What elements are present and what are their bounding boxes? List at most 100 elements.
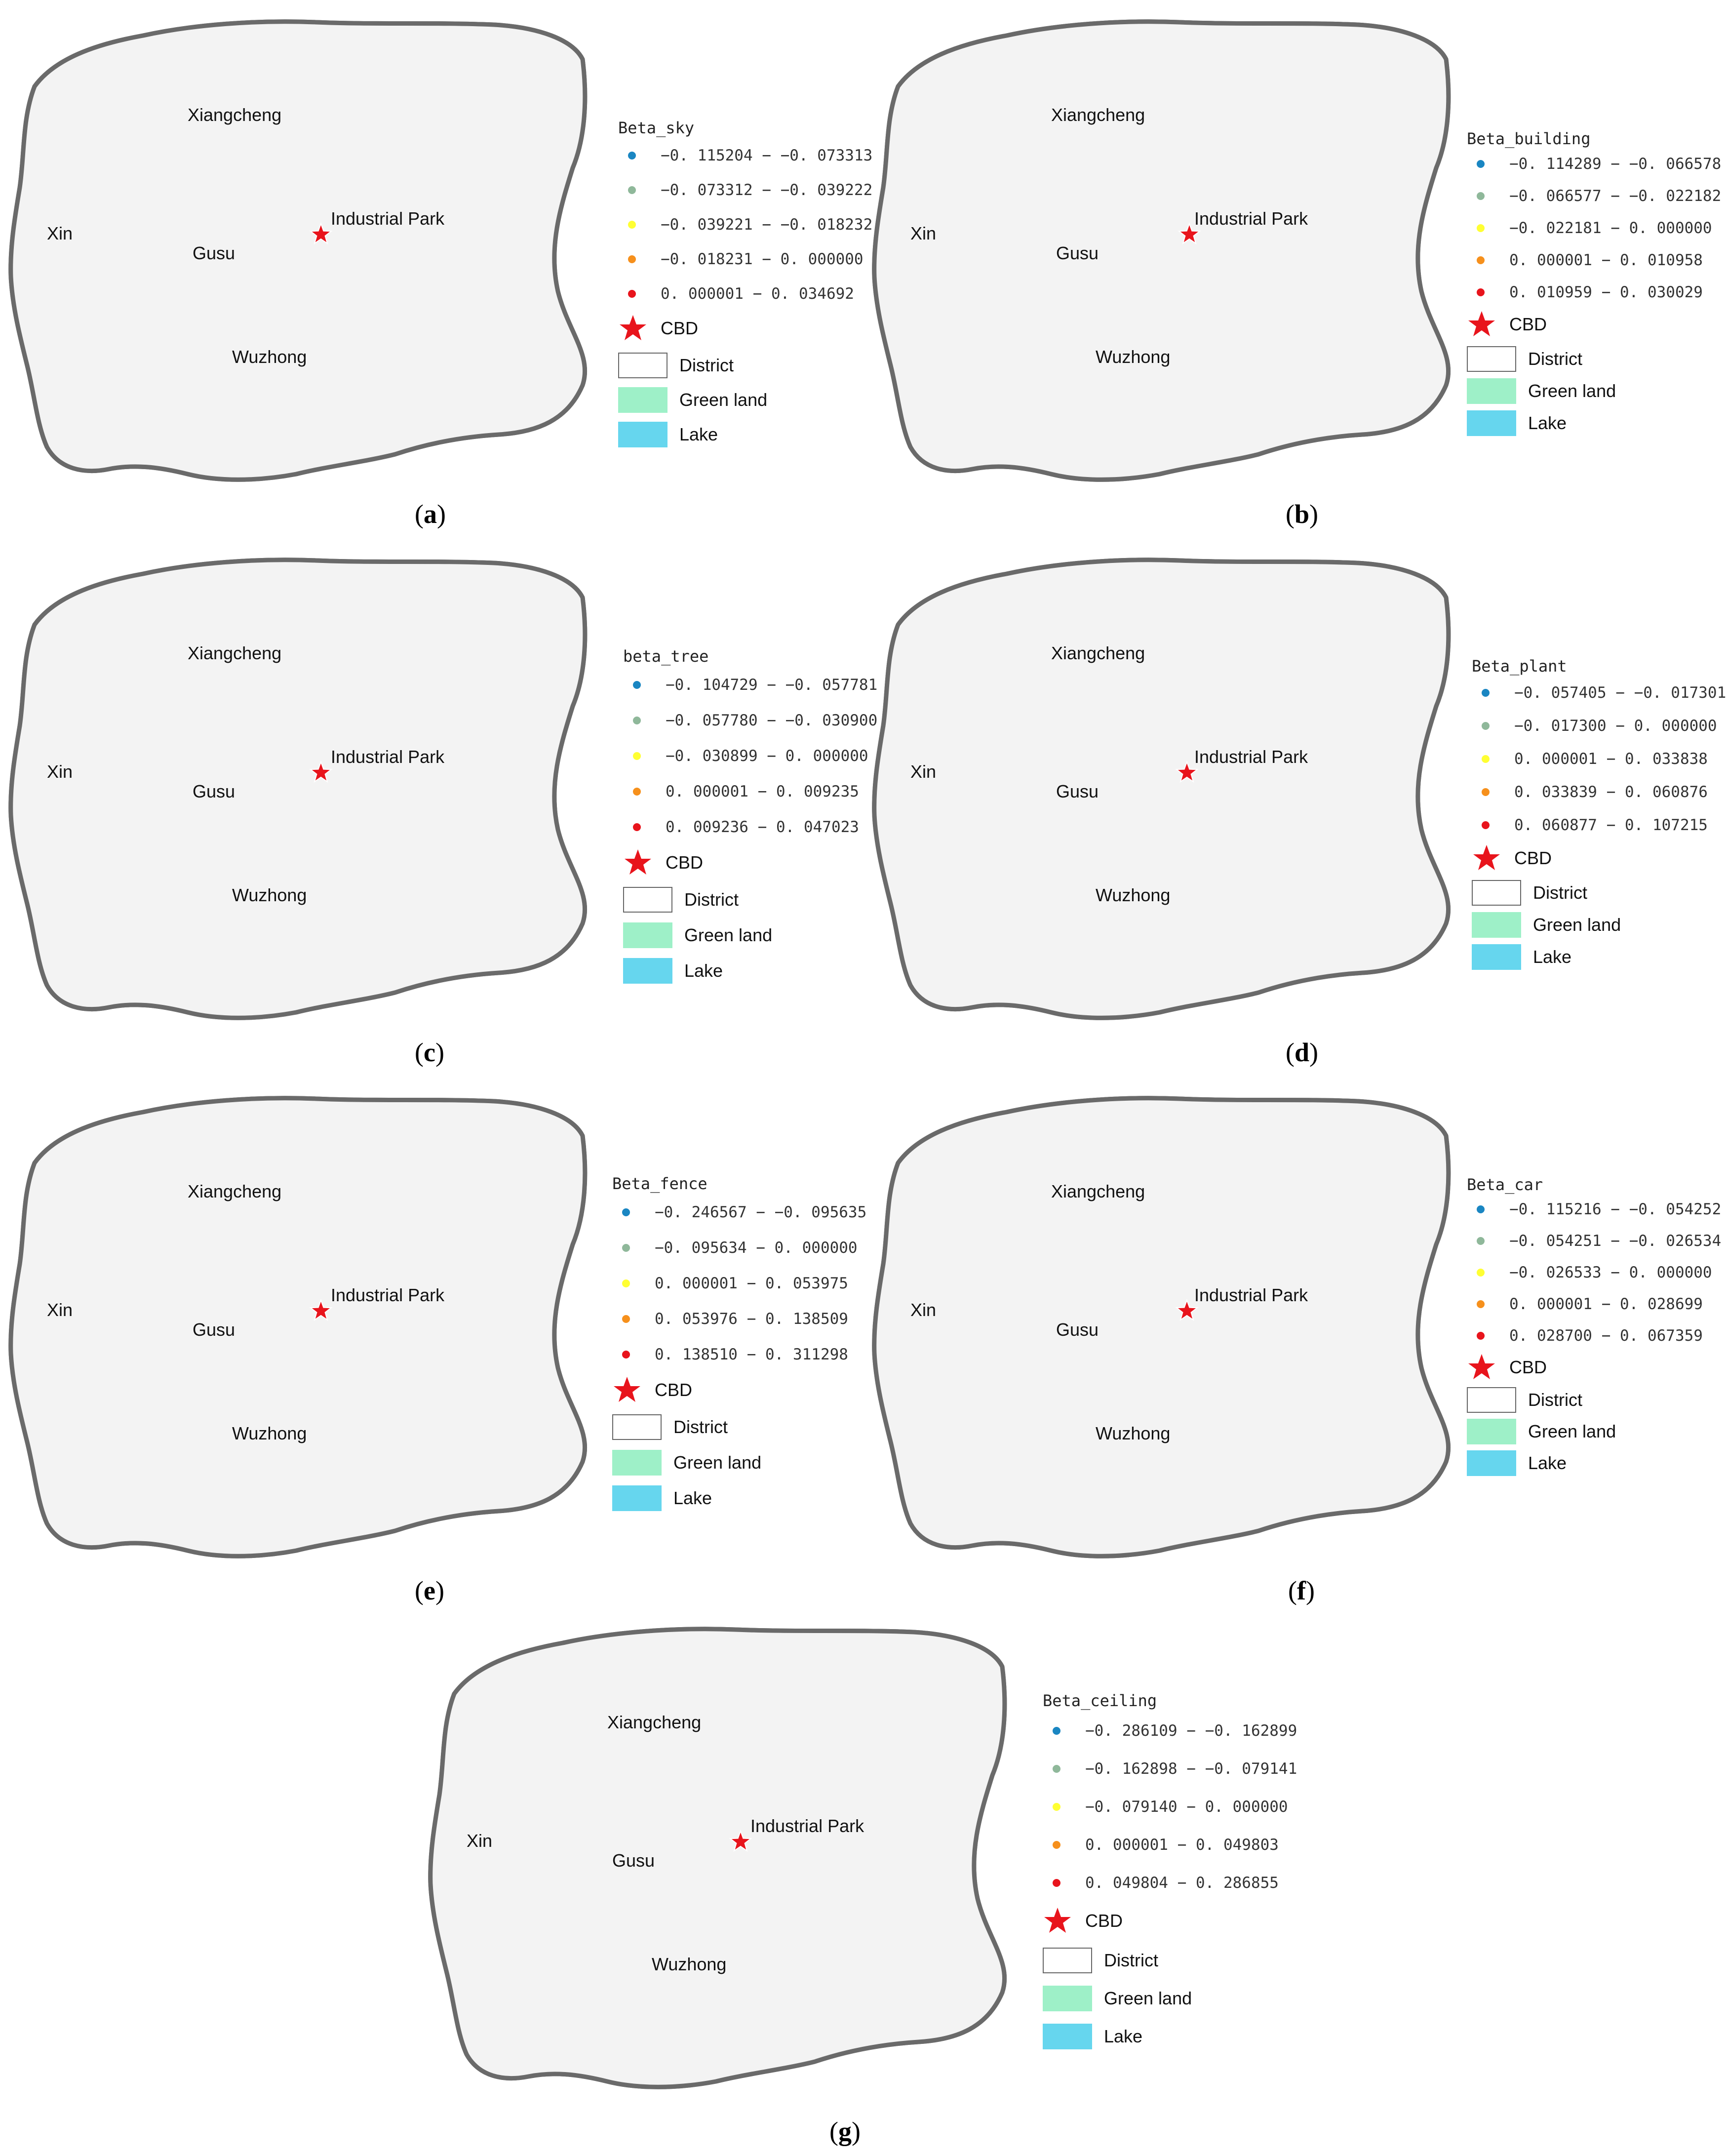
- class-2-symbol: [628, 186, 636, 194]
- caption-letter: a: [423, 499, 437, 529]
- legend-lake-label: Lake: [684, 960, 723, 981]
- legend-class-5: 0. 000001 − 0. 034692: [618, 281, 854, 306]
- cbd-star-icon: [625, 849, 651, 875]
- city-boundary-outline: [8, 558, 588, 1020]
- class-1-range: −0. 114289 − −0. 066578: [1509, 155, 1722, 173]
- legend-title: beta_tree: [623, 647, 709, 666]
- class-4-symbol: [633, 788, 641, 796]
- caption-a: (a): [415, 499, 446, 529]
- legend-green-land-label: Green land: [684, 925, 773, 945]
- place-label-gusu: Gusu: [193, 243, 235, 263]
- legend-district-label: District: [679, 355, 734, 375]
- legend-cbd-label: CBD: [666, 852, 704, 873]
- legend-class-4: 0. 000001 − 0. 010958: [1467, 248, 1703, 273]
- legend-class-1: −0. 115204 − −0. 073313: [618, 143, 872, 168]
- class-5-range: 0. 000001 − 0. 034692: [661, 285, 854, 303]
- class-1-symbol: [628, 152, 636, 160]
- cbd-star-icon: [620, 315, 646, 340]
- legend-green-land: Green land: [623, 922, 773, 948]
- place-label-gusu: Gusu: [1056, 243, 1099, 263]
- legend-class-1: −0. 114289 − −0. 066578: [1467, 152, 1721, 176]
- legend-lake: Lake: [618, 422, 718, 447]
- place-label-industrial-park: Industrial Park: [1194, 208, 1308, 229]
- green-land-swatch: [623, 922, 672, 948]
- class-3-symbol: [633, 752, 641, 760]
- cbd-star-icon: [1468, 311, 1495, 336]
- legend-green-land: Green land: [1467, 378, 1616, 404]
- place-label-xiangcheng: Xiangcheng: [188, 643, 281, 663]
- class-3-symbol: [628, 221, 636, 229]
- class-3-range: −0. 039221 − −0. 018232: [661, 216, 873, 234]
- lake-swatch: [618, 422, 667, 447]
- class-1-symbol: [633, 681, 641, 689]
- class-2-range: −0. 066577 − −0. 022182: [1509, 187, 1722, 205]
- place-label-wuzhong: Wuzhong: [232, 885, 307, 905]
- legend-class-3: −0. 039221 − −0. 018232: [618, 212, 872, 237]
- class-4-symbol: [628, 255, 636, 263]
- caption-open: (: [415, 499, 424, 529]
- lake-swatch: [623, 958, 672, 984]
- legend-class-2: −0. 057780 − −0. 030900: [623, 708, 877, 733]
- legend-lake-label: Lake: [679, 424, 718, 444]
- caption-open: (: [415, 1038, 424, 1067]
- place-label-gusu: Gusu: [193, 781, 235, 801]
- legend-class-3: −0. 030899 − 0. 000000: [623, 744, 868, 768]
- legend-cbd: CBD: [623, 849, 704, 875]
- place-label-xin: Xin: [910, 223, 936, 243]
- class-4-range: −0. 018231 − 0. 000000: [661, 250, 864, 268]
- legend-lake-label: Lake: [1528, 413, 1567, 433]
- place-label-industrial-park: Industrial Park: [331, 208, 445, 229]
- class-5-range: 0. 010959 − 0. 030029: [1509, 283, 1703, 301]
- caption-close: ): [436, 499, 446, 529]
- class-2-symbol: [633, 717, 641, 724]
- legend-district: District: [1467, 346, 1582, 372]
- district-swatch: [618, 353, 667, 378]
- caption-close: ): [435, 1038, 444, 1067]
- caption-open: (: [1286, 499, 1295, 529]
- place-label-wuzhong: Wuzhong: [1096, 347, 1170, 367]
- place-label-xiangcheng: Xiangcheng: [1051, 105, 1145, 125]
- legend-class-4: −0. 018231 − 0. 000000: [618, 247, 864, 272]
- class-1-symbol: [1477, 160, 1485, 168]
- class-3-range: −0. 022181 − 0. 000000: [1509, 219, 1712, 237]
- caption-letter: b: [1294, 499, 1310, 529]
- class-2-symbol: [1477, 192, 1485, 200]
- class-5-symbol: [1477, 288, 1485, 296]
- class-5-symbol: [633, 823, 641, 831]
- legend-district-label: District: [684, 889, 739, 910]
- legend-district: District: [623, 887, 739, 913]
- green-land-swatch: [1467, 378, 1516, 404]
- legend-green-land-label: Green land: [1528, 381, 1616, 401]
- legend-cbd-label: CBD: [1509, 314, 1547, 334]
- legend-cbd: CBD: [618, 315, 698, 341]
- class-1-range: −0. 104729 − −0. 057781: [666, 676, 878, 694]
- class-2-range: −0. 057780 − −0. 030900: [666, 712, 878, 729]
- class-4-range: 0. 000001 − 0. 009235: [666, 783, 859, 800]
- legend-class-1: −0. 104729 − −0. 057781: [623, 673, 877, 697]
- place-label-xin: Xin: [47, 223, 73, 243]
- district-swatch: [623, 887, 672, 913]
- caption-c: (c): [415, 1037, 444, 1068]
- cbd-star-icon: [309, 222, 333, 245]
- class-1-range: −0. 115204 − −0. 073313: [661, 147, 873, 164]
- legend-district: District: [618, 353, 734, 378]
- legend-lake: Lake: [1467, 410, 1567, 436]
- district-swatch: [1467, 346, 1516, 372]
- legend-district-label: District: [1528, 349, 1582, 369]
- lake-swatch: [1467, 410, 1516, 436]
- caption-close: ): [1309, 499, 1319, 529]
- city-boundary-outline: [8, 19, 588, 482]
- class-2-range: −0. 073312 − −0. 039222: [661, 181, 873, 199]
- legend-class-5: 0. 009236 − 0. 047023: [623, 815, 859, 839]
- caption-letter: c: [423, 1038, 435, 1067]
- green-land-swatch: [618, 387, 667, 413]
- class-4-symbol: [1477, 256, 1485, 264]
- place-label-xiangcheng: Xiangcheng: [188, 105, 281, 125]
- legend-class-2: −0. 066577 − −0. 022182: [1467, 184, 1721, 208]
